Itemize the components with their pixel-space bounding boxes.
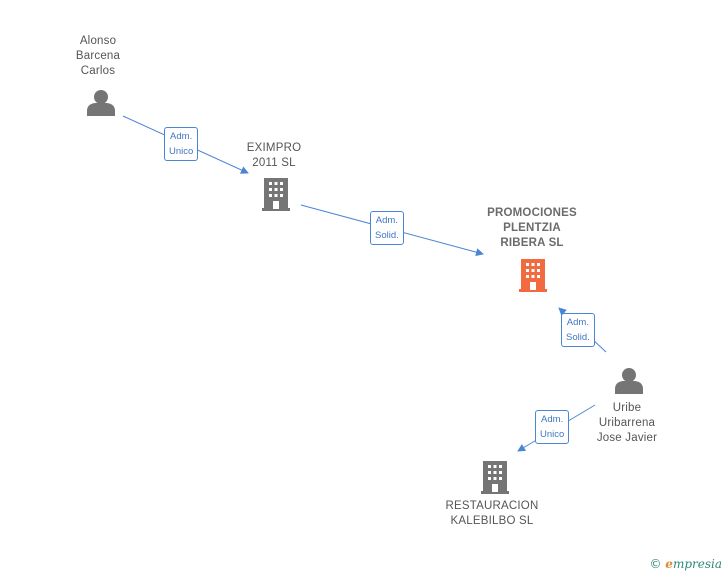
building-icon[interactable] xyxy=(262,178,290,211)
edge-label-uribe-restauracion: Adm. Unico xyxy=(535,410,570,444)
node-label-promociones[interactable]: PROMOCIONES PLENTZIA RIBERA SL xyxy=(487,207,577,249)
brand-name: mpresia xyxy=(672,557,722,571)
person-icon[interactable] xyxy=(87,90,115,116)
node-label-restauracion[interactable]: RESTAURACION KALEBILBO SL xyxy=(445,500,539,527)
brand-initial: e xyxy=(665,557,673,571)
node-label-uribe[interactable]: Uribe Uribarrena Jose Javier xyxy=(596,402,658,444)
copyright-symbol: © xyxy=(649,557,662,571)
edge-label-uribe-promociones: Adm. Solid. xyxy=(561,313,595,347)
edge-label-eximpro-promociones: Adm. Solid. xyxy=(370,211,404,245)
building-icon-focus[interactable] xyxy=(519,259,547,292)
node-label-alonso[interactable]: Alonso Barcena Carlos xyxy=(75,35,121,77)
person-icon[interactable] xyxy=(615,368,643,394)
building-icon[interactable] xyxy=(481,461,509,494)
empresia-logo: © empresia xyxy=(649,557,722,571)
node-label-eximpro[interactable]: EXIMPRO 2011 SL xyxy=(246,142,302,169)
edge-label-alonso-eximpro: Adm. Unico xyxy=(164,127,199,161)
